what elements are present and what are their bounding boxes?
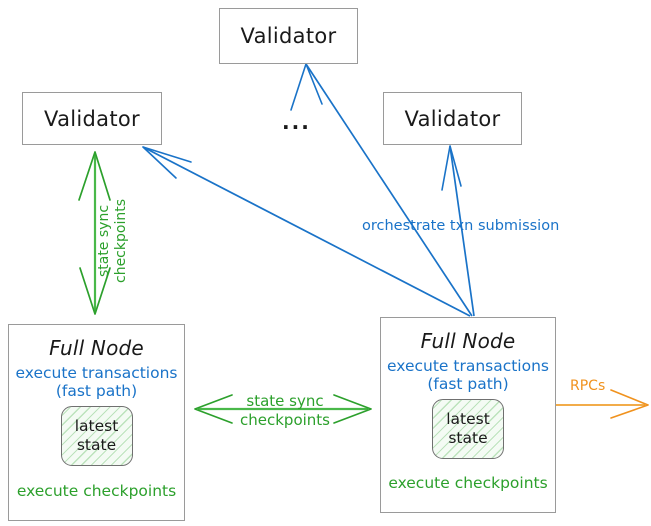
validator-node-right[interactable]: Validator	[383, 92, 522, 145]
edge-horizontal-state-sync	[194, 394, 372, 424]
validator-top-label: Validator	[240, 24, 337, 48]
validators-ellipsis: ...	[282, 110, 311, 134]
full-node-right-execute-transactions: execute transactions (fast path)	[386, 357, 550, 393]
edge-rpcs	[556, 389, 649, 419]
full-node-left-state-store: latest state	[60, 406, 133, 466]
full-node-right-title: Full Node	[420, 329, 516, 353]
edge-orchestrate-txn-submission	[142, 63, 475, 317]
state-store-label-line1: latest	[446, 410, 490, 428]
edge-vertical-state-sync	[78, 151, 111, 315]
full-node-left[interactable]: Full Node execute transactions (fast pat…	[8, 324, 185, 521]
full-node-left-title: Full Node	[49, 336, 144, 360]
full-node-left-execute-checkpoints: execute checkpoints	[16, 482, 177, 500]
state-store-label-line2: state	[448, 429, 488, 447]
edge-label-horizontal-state-sync: state sync checkpoints	[240, 392, 330, 429]
state-store-label-line2: state	[76, 436, 117, 454]
validator-left-label: Validator	[44, 106, 140, 131]
validator-right-label: Validator	[404, 106, 501, 131]
validator-node-left[interactable]: Validator	[22, 92, 162, 145]
validator-node-top[interactable]: Validator	[219, 8, 358, 64]
full-node-right[interactable]: Full Node execute transactions (fast pat…	[380, 317, 556, 513]
edge-label-orchestrate: orchestrate txn submission	[362, 218, 560, 234]
full-node-left-execute-transactions: execute transactions (fast path)	[15, 364, 178, 400]
state-store-label-line1: latest	[74, 417, 119, 435]
full-node-right-state-store: latest state	[432, 399, 504, 459]
edge-label-vertical-state-sync: state sync checkpoints	[96, 199, 129, 283]
edge-label-rpcs: RPCs	[570, 378, 606, 394]
full-node-right-execute-checkpoints: execute checkpoints	[388, 474, 548, 492]
